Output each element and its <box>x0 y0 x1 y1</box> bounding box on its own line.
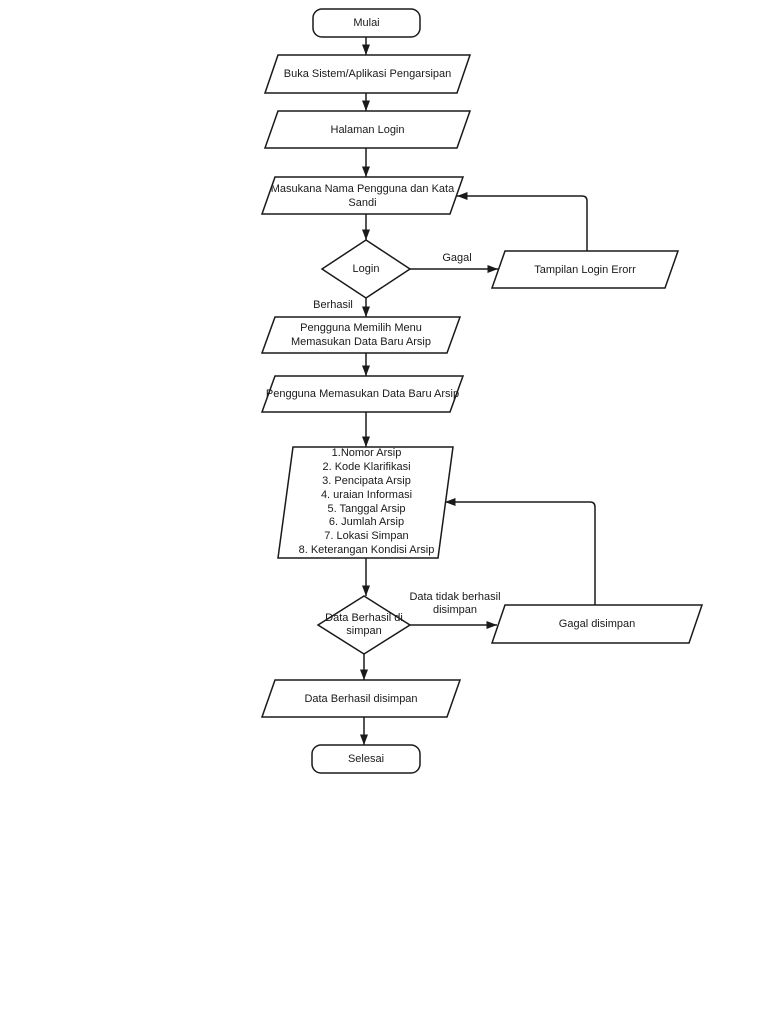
open-app-parallelogram <box>263 54 472 94</box>
start-terminator <box>312 8 421 38</box>
save-decision-diamond <box>316 595 412 655</box>
login-page-parallelogram <box>263 110 472 149</box>
save-success-parallelogram <box>260 679 462 718</box>
save-failed-parallelogram <box>490 604 704 644</box>
connector-gagal-disimpan-back-to-fields <box>445 498 596 605</box>
choose-menu-parallelogram <box>260 316 462 354</box>
enter-new-data-parallelogram <box>260 375 465 413</box>
connector-error-back-to-credentials <box>457 192 588 251</box>
enter-credentials-parallelogram <box>260 176 465 215</box>
end-terminator <box>311 744 421 774</box>
login-error-parallelogram <box>490 250 680 289</box>
login-decision-diamond <box>320 239 412 299</box>
archive-fields-parallelogram <box>277 446 454 559</box>
